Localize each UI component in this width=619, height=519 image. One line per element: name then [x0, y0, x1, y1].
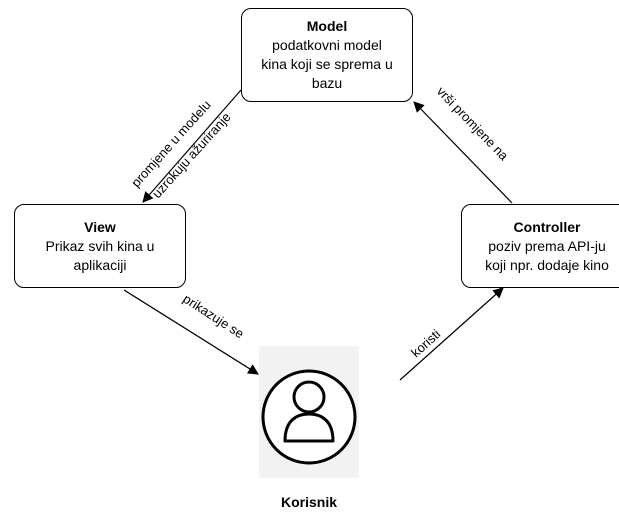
model-title: Model	[306, 18, 348, 34]
edge-label-user-to-controller: koristi	[408, 326, 443, 360]
edge-controller-to-model	[413, 101, 513, 204]
user-icon	[259, 346, 359, 478]
controller-desc-line-1: poziv prema API-ju	[488, 237, 606, 254]
controller-box: Controller poziv prema API-ju koji npr. …	[461, 204, 619, 288]
model-box: Model podatkovni model kina koji se spre…	[241, 8, 413, 102]
view-desc-line-2: aplikaciji	[73, 256, 127, 273]
edge-label-controller-to-model: vrši promjene na	[434, 84, 512, 164]
model-desc-line-2: kina koji se sprema u	[261, 56, 393, 72]
edge-label-view-to-user: prikazuje se	[180, 291, 246, 341]
controller-title: Controller	[513, 218, 581, 235]
edge-view-to-user	[123, 289, 259, 375]
edge-user-to-controller	[399, 287, 504, 381]
model-desc-line-3: bazu	[311, 75, 343, 91]
view-title: View	[84, 218, 116, 235]
user-label: Korisnik	[280, 494, 337, 510]
view-box: View Prikaz svih kina u aplikaciji	[14, 204, 186, 288]
controller-desc-line-2: koji npr. dodaje kino	[485, 256, 609, 273]
edge-model-to-view	[142, 89, 242, 203]
model-desc-line-1: podatkovni model	[272, 37, 382, 53]
view-desc-line-1: Prikaz svih kina u	[45, 237, 155, 254]
